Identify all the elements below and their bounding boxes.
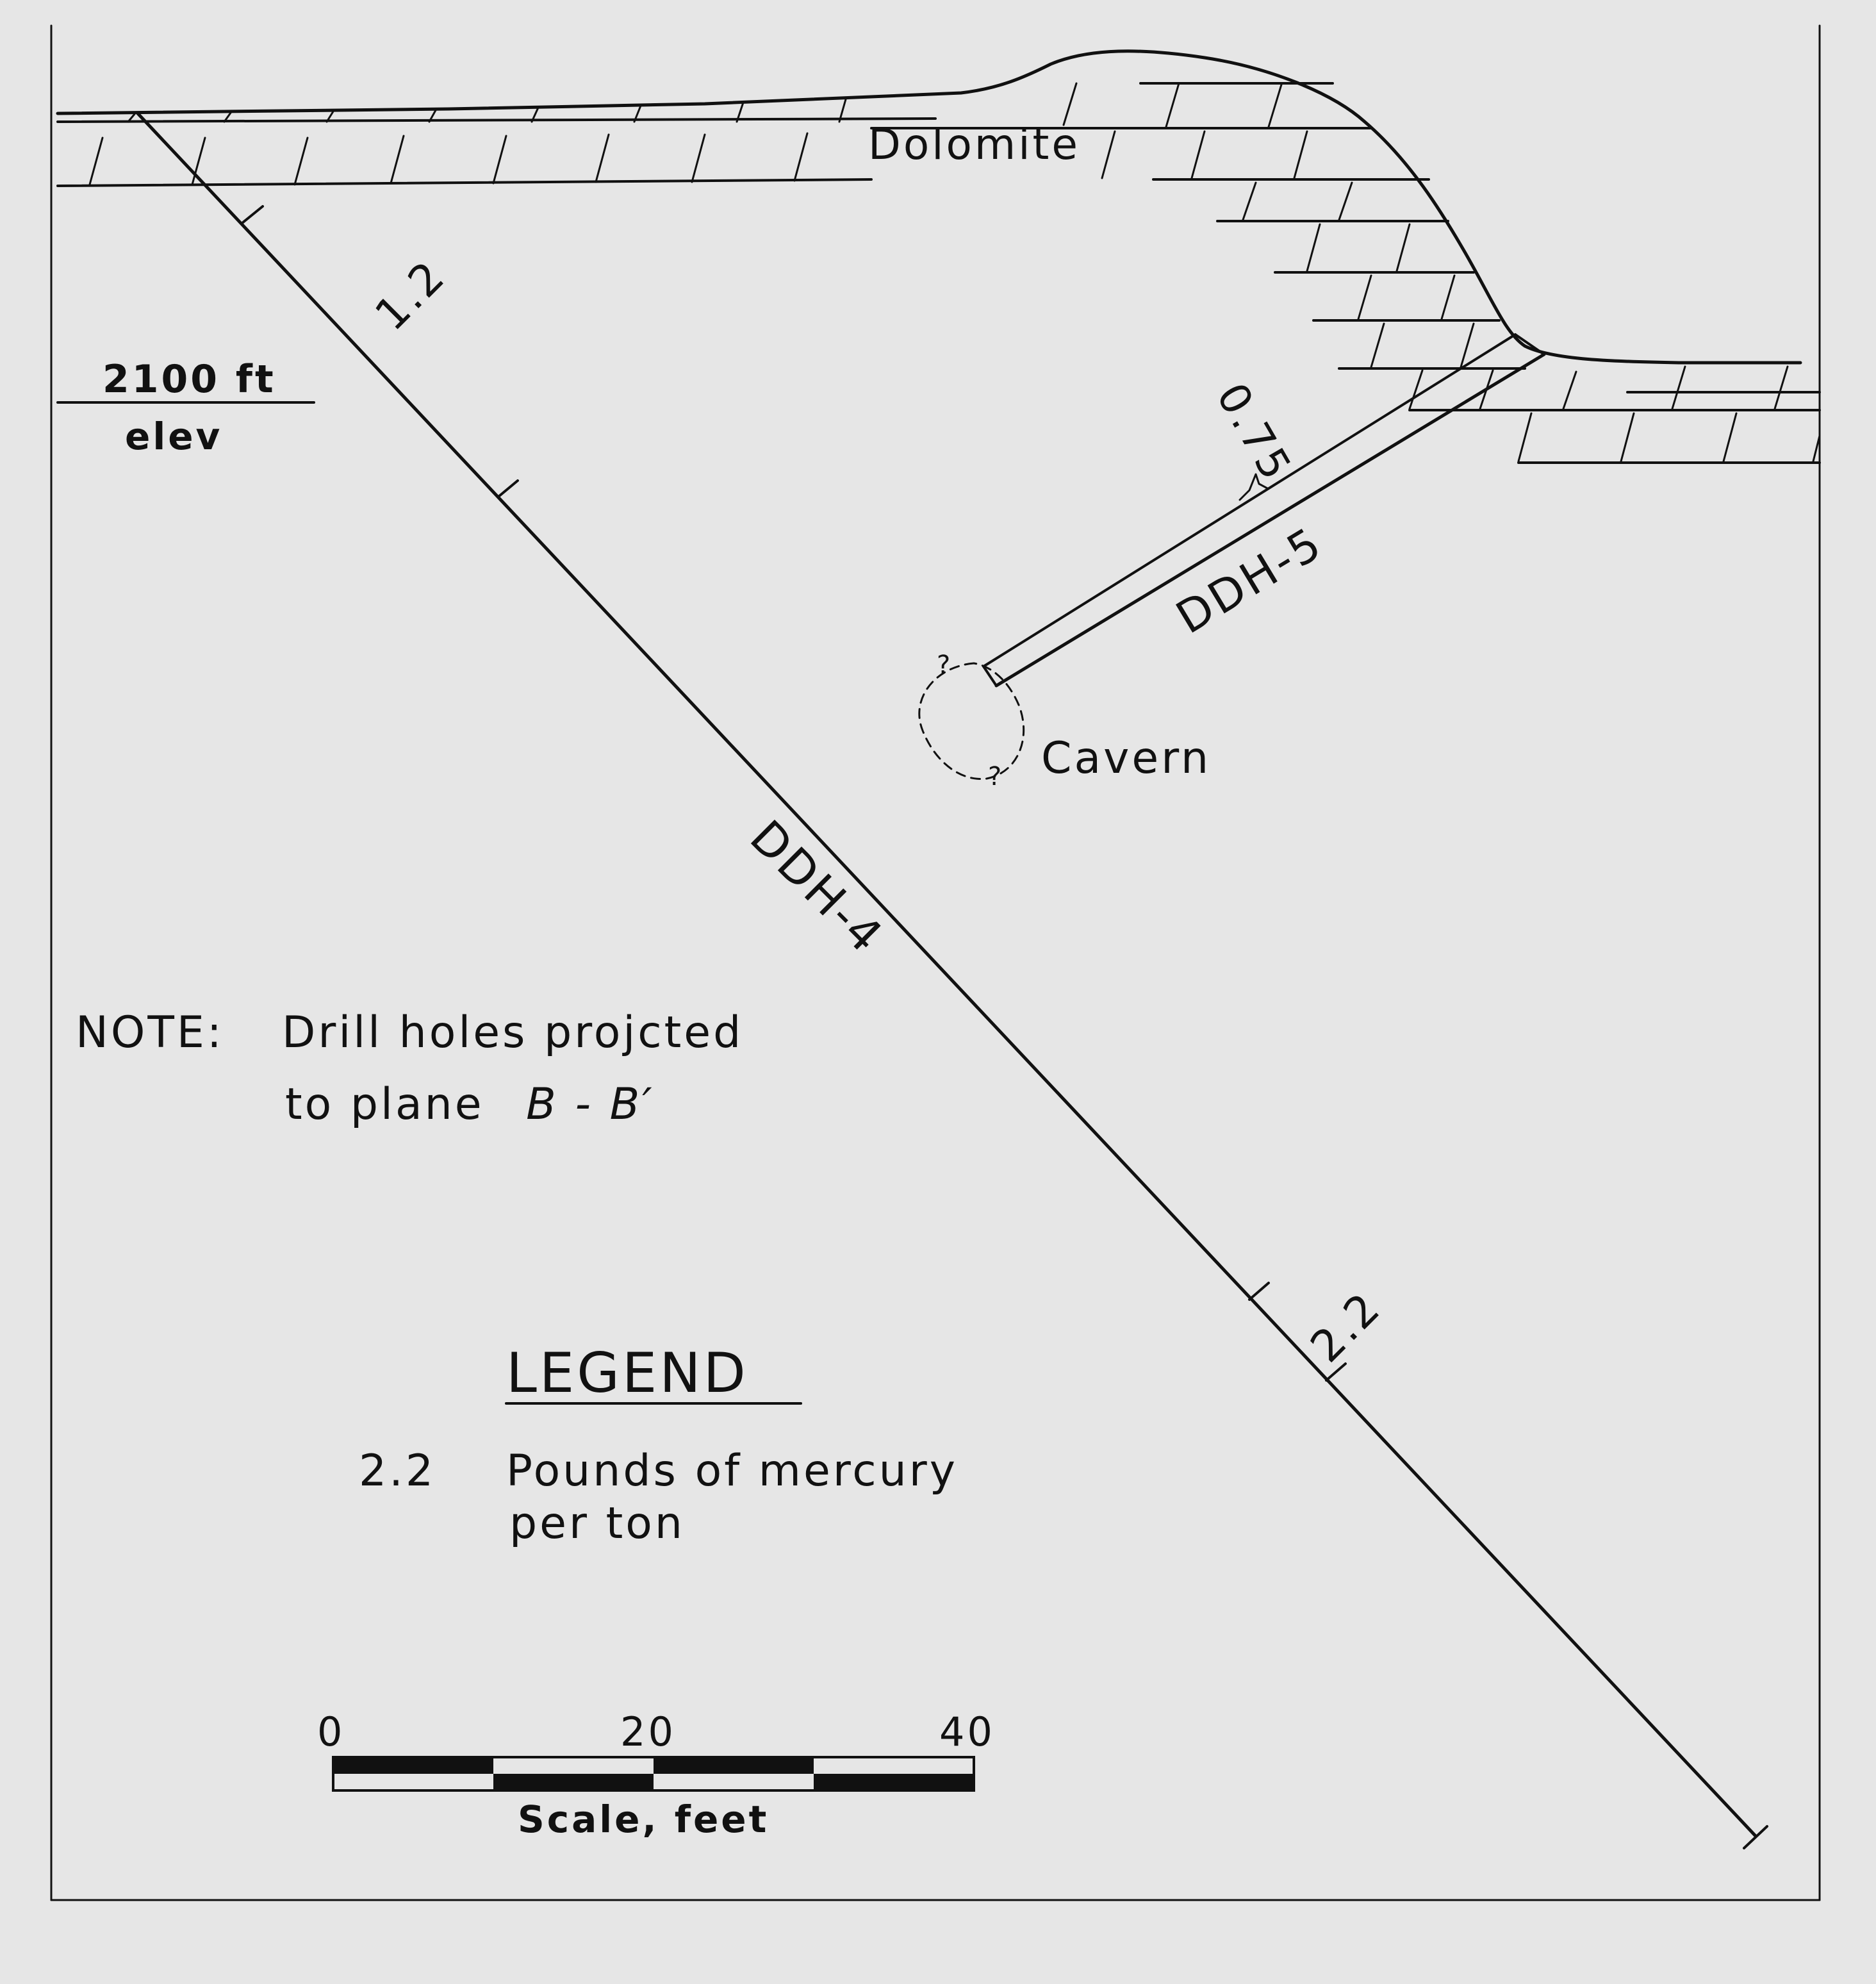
- dolomite-layer-line: [56, 117, 937, 123]
- ddh-5-collar: [1514, 333, 1545, 356]
- scale-tick-label: 20: [620, 1708, 676, 1755]
- note-line-1: Drill holes projcted: [282, 1007, 744, 1058]
- ground-surface-line: [56, 49, 1802, 365]
- cavern-question-mark: ?: [988, 762, 1005, 791]
- assay-bracket: [1238, 473, 1269, 501]
- scale-tick-label: 40: [939, 1708, 995, 1755]
- elevation-value-label: 2100 ft: [103, 357, 276, 402]
- legend-description-line-2: per ton: [509, 1498, 685, 1549]
- note-line-2: to plane B - B′: [285, 1083, 655, 1127]
- cavern-label: Cavern: [1041, 733, 1212, 784]
- scale-bar: [332, 1756, 975, 1792]
- scale-tick-label: 0: [317, 1708, 345, 1755]
- note-label: NOTE:: [76, 1007, 224, 1058]
- ddh-4-line: [136, 112, 1757, 1838]
- legend-description-line-1: Pounds of mercury: [506, 1446, 958, 1496]
- note-line-2-text: to plane: [285, 1079, 484, 1130]
- legend-sample-value: 2.2: [359, 1446, 436, 1496]
- scale-bar-segment: [814, 1774, 974, 1790]
- ddh-4-end-tick: [1743, 1825, 1768, 1849]
- legend-title: LEGEND: [506, 1341, 748, 1405]
- dolomite-hatching-upper: [88, 82, 1821, 463]
- cavern-question-mark: ?: [937, 650, 953, 680]
- ddh-4-interval-tick: [1325, 1362, 1347, 1382]
- ddh-4-interval-tick: [1248, 1282, 1270, 1301]
- scale-bar-segment: [493, 1774, 654, 1790]
- ddh-5-bottom: [982, 665, 998, 687]
- note-plane-name: B - B′: [526, 1079, 655, 1130]
- elevation-unit-label: elev: [125, 415, 223, 458]
- scale-bar-segment: [654, 1757, 814, 1774]
- dolomite-layer-line: [56, 178, 873, 187]
- dolomite-label: Dolomite: [868, 120, 1081, 169]
- ddh-5-sample-line: [982, 333, 1517, 668]
- scale-bar-segment: [333, 1757, 493, 1774]
- scale-caption: Scale, feet: [518, 1798, 769, 1841]
- cavern-outline: [918, 662, 1025, 781]
- ddh-4-interval-tick: [241, 205, 264, 224]
- ddh-4-interval-tick: [497, 479, 519, 498]
- ddh-5-line: [994, 352, 1546, 688]
